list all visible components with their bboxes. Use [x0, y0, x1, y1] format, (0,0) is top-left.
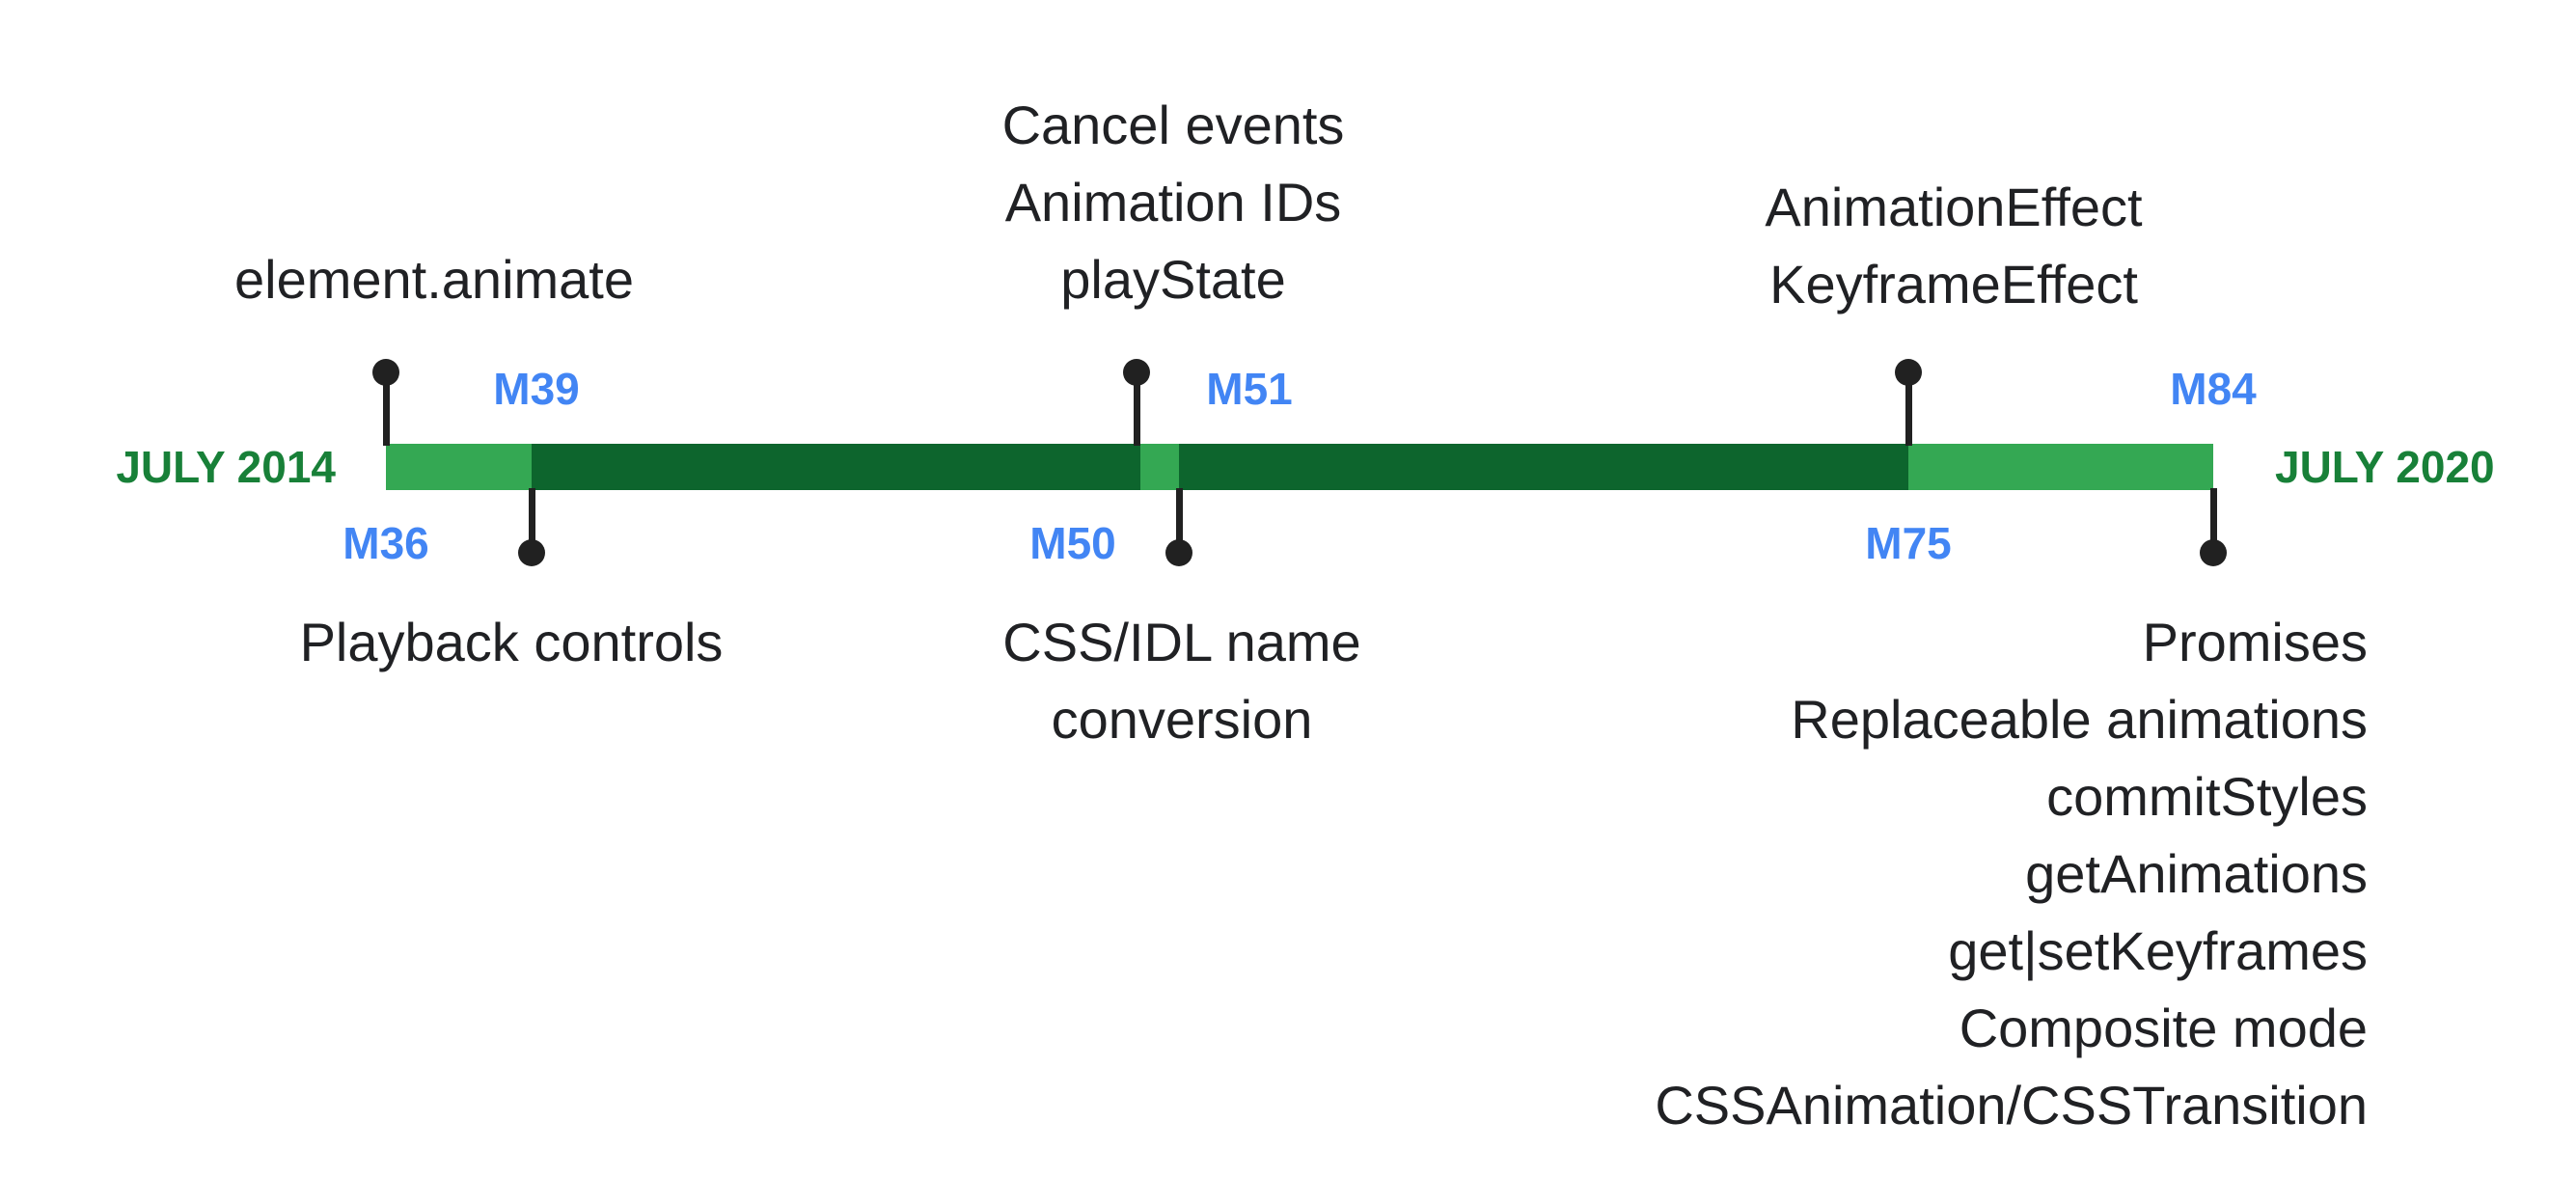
marker-stem: [1134, 372, 1140, 446]
feature-line: getAnimations: [2025, 843, 2368, 904]
milestone-dot: [1165, 539, 1192, 566]
feature-line: KeyframeEffect: [1769, 254, 2138, 315]
milestone-dot: [2200, 539, 2227, 566]
feature-line: Composite mode: [1959, 998, 2368, 1058]
milestone-label-m50: M50: [1029, 518, 1116, 568]
bar-segment-dark-1: [532, 444, 1140, 490]
milestone-dot: [372, 359, 399, 386]
feature-m75: AnimationEffect KeyframeEffect: [1765, 169, 2142, 323]
marker-stem: [383, 372, 390, 446]
bar-segment-light-3: [1908, 444, 2213, 490]
feature-line: get|setKeyframes: [1948, 920, 2368, 981]
milestone-label-m39: M39: [493, 364, 580, 414]
feature-line: AnimationEffect: [1765, 177, 2143, 237]
feature-line: commitStyles: [2046, 766, 2368, 827]
milestone-dot: [518, 539, 545, 566]
milestone-label-m84: M84: [2170, 364, 2257, 414]
feature-line: Playback controls: [299, 612, 724, 672]
milestone-dot: [1895, 359, 1922, 386]
feature-line: Animation IDs: [1004, 172, 1342, 233]
milestone-label-m36: M36: [343, 518, 429, 568]
end-date-label: JULY 2020: [2275, 442, 2495, 492]
marker-stem: [1176, 488, 1183, 554]
feature-line: CSS/IDL name: [1002, 612, 1361, 672]
feature-m84: Promises Replaceable animations commitSt…: [1655, 604, 2368, 1144]
feature-m50: Cancel events Animation IDs playState: [1002, 87, 1345, 318]
feature-line: Replaceable animations: [1791, 689, 2368, 750]
feature-line: playState: [1060, 249, 1286, 310]
feature-m39: Playback controls: [300, 604, 724, 681]
bar-segment-dark-2: [1179, 444, 1908, 490]
marker-stem: [529, 488, 535, 554]
timeline-bar: [386, 444, 2213, 490]
feature-line: CSSAnimation/CSSTransition: [1655, 1075, 2368, 1136]
marker-stem: [1905, 372, 1912, 446]
start-date-label: JULY 2014: [116, 442, 336, 492]
feature-m51: CSS/IDL name conversion: [1002, 604, 1360, 758]
bar-segment-light-1: [386, 444, 532, 490]
milestone-dot: [1123, 359, 1150, 386]
feature-line: Promises: [2142, 612, 2368, 672]
feature-m36: element.animate: [234, 241, 634, 318]
feature-line: Cancel events: [1001, 95, 1345, 155]
feature-line: element.animate: [233, 249, 635, 310]
marker-stem: [2210, 488, 2217, 554]
milestone-label-m51: M51: [1206, 364, 1293, 414]
milestone-label-m75: M75: [1865, 518, 1952, 568]
bar-segment-light-2: [1140, 444, 1179, 490]
feature-line: conversion: [1051, 689, 1313, 750]
